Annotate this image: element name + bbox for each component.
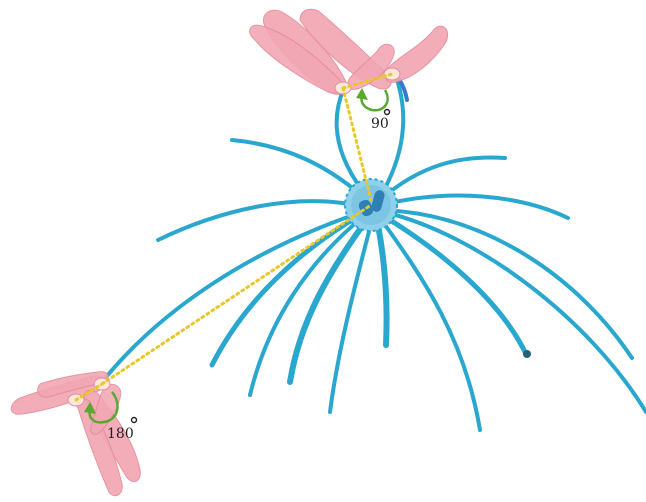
- microtubule-lower-1: [377, 220, 387, 345]
- microtubule-right-2: [384, 210, 632, 358]
- angle-label-bottom-text: 180: [107, 426, 134, 442]
- kinetochore-fiber-top-left: [337, 88, 362, 190]
- microtubule-tip: [523, 350, 531, 358]
- chromosome-top: [250, 9, 448, 94]
- degree-symbol-bottom: [132, 418, 137, 423]
- centrosome: [345, 179, 397, 231]
- alignment-line-bottom-to-pole: [102, 205, 371, 384]
- angle-label-top: 90: [371, 110, 390, 133]
- rotation-arrow-top: [356, 88, 388, 110]
- microtubule-lower-2: [330, 220, 372, 412]
- microtubule-right-1: [382, 196, 568, 218]
- angle-label-top-text: 90: [371, 116, 389, 132]
- microtubule-upper-right-1: [380, 157, 505, 200]
- degree-symbol-top: [385, 110, 390, 115]
- rotation-arc-top: [361, 90, 387, 110]
- microtubule-lower-3: [290, 218, 368, 382]
- rotation-arrowhead-top: [356, 88, 368, 100]
- alignment-lines: [76, 74, 392, 400]
